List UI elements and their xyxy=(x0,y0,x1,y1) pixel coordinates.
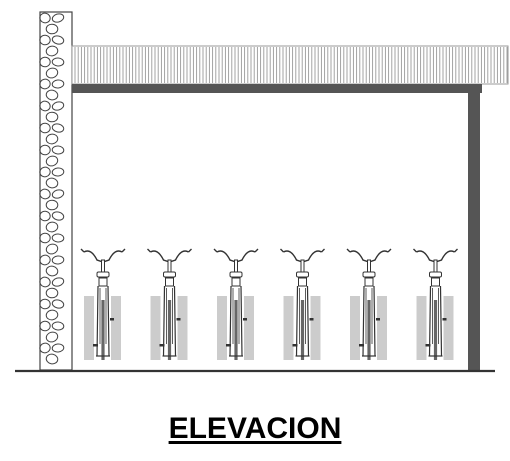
bike-crank xyxy=(309,318,314,321)
steel-frame xyxy=(72,84,482,370)
bicycle-2-bicycle-elevation-icon xyxy=(147,248,192,360)
bike-lamp xyxy=(296,271,309,278)
drawing-title: ELEVACION xyxy=(168,412,342,445)
bike-head-tube xyxy=(364,277,374,287)
bike-lamp xyxy=(96,271,110,278)
elevation-drawing xyxy=(15,11,509,373)
bike-panel-right xyxy=(377,296,387,360)
bike-stem xyxy=(101,259,105,273)
bike-fork-inner xyxy=(166,288,173,344)
bike-pedal xyxy=(93,344,98,347)
bike-grips xyxy=(346,248,392,253)
bike-pedal xyxy=(226,344,231,347)
bike-panel-right xyxy=(244,296,254,360)
bike-crank xyxy=(243,318,247,321)
bike-pedal xyxy=(425,344,431,347)
bike-head-tube xyxy=(298,277,307,287)
bike-stem xyxy=(167,259,172,273)
bike-head-tube xyxy=(431,277,440,287)
bike-tire xyxy=(433,300,438,360)
bike-tire xyxy=(300,300,305,360)
bike-fork-inner xyxy=(232,288,240,344)
bike-lamp xyxy=(362,271,376,278)
bike-panel-left xyxy=(217,296,227,360)
bike-grips xyxy=(213,248,259,253)
bike-fork-inner xyxy=(299,288,306,344)
bike-stem xyxy=(300,259,305,273)
corrugated-roof-sheet xyxy=(71,45,509,85)
bike-panel-left xyxy=(283,296,294,360)
bike-fork-inner xyxy=(432,288,439,344)
roof-corrugation-lines xyxy=(74,47,508,83)
bike-grips xyxy=(413,248,458,253)
bike-stem xyxy=(234,259,238,273)
bike-pedal xyxy=(359,344,364,347)
bike-tire xyxy=(167,300,172,360)
bike-pedal xyxy=(159,344,165,347)
bike-head-tube xyxy=(165,277,174,287)
bicycle-5-bicycle-elevation-icon xyxy=(346,248,392,360)
steel-post xyxy=(468,84,480,370)
bike-grips xyxy=(147,248,192,253)
bike-tire xyxy=(367,300,371,360)
bike-stem xyxy=(367,259,371,273)
bike-tire xyxy=(234,300,238,360)
bike-head-tube xyxy=(98,277,108,287)
bike-lamp xyxy=(229,271,243,278)
bike-crank xyxy=(442,318,447,321)
bike-panel-left xyxy=(416,296,427,360)
bicycle-3-bicycle-elevation-icon xyxy=(213,248,259,360)
bike-lamp xyxy=(163,271,176,278)
bike-crank xyxy=(176,318,181,321)
bike-panel-right xyxy=(177,296,188,360)
bike-grips xyxy=(80,248,126,253)
bike-head-tube xyxy=(231,277,241,287)
bike-panel-left xyxy=(84,296,94,360)
bike-grips xyxy=(280,248,325,253)
stone-pattern xyxy=(39,12,65,365)
bike-fork-inner xyxy=(365,288,373,344)
bike-pedal xyxy=(292,344,298,347)
bike-panel-right xyxy=(443,296,454,360)
bicycle-row xyxy=(80,248,458,360)
bike-crank xyxy=(376,318,380,321)
bicycle-1-bicycle-elevation-icon xyxy=(80,248,126,360)
bike-lamp xyxy=(429,271,442,278)
bike-crank xyxy=(110,318,114,321)
bicycle-4-bicycle-elevation-icon xyxy=(280,248,325,360)
bike-panel-left xyxy=(350,296,360,360)
bike-stem xyxy=(433,259,438,273)
bike-panel-right xyxy=(310,296,321,360)
bike-panel-left xyxy=(150,296,161,360)
stone-masonry-wall xyxy=(39,11,73,371)
bicycle-6-bicycle-elevation-icon xyxy=(413,248,458,360)
steel-beam xyxy=(72,84,482,93)
bike-fork-inner xyxy=(99,288,107,344)
bike-panel-right xyxy=(111,296,121,360)
bike-tire xyxy=(101,300,105,360)
